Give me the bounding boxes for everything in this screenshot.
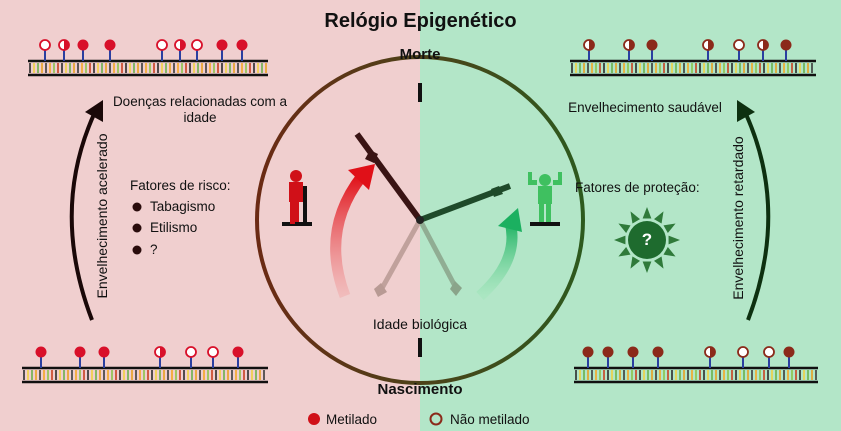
sun-question-icon bbox=[614, 207, 680, 273]
sun-ray bbox=[642, 261, 652, 273]
methylation-site bbox=[582, 346, 594, 368]
clock-top-label: Morte bbox=[399, 46, 441, 63]
methylation-site bbox=[174, 39, 186, 61]
methylation-site bbox=[156, 39, 168, 61]
right-outcome-label: Envelhecimento saudável bbox=[568, 100, 722, 115]
protection-factors-title: Fatores de proteção: bbox=[575, 180, 700, 195]
risk-item: Tabagismo bbox=[150, 199, 216, 214]
faded-hand-left bbox=[378, 218, 423, 292]
legend-methylated-label: Metilado bbox=[326, 412, 378, 427]
treadmill-person-icon bbox=[282, 170, 312, 226]
methylation-site bbox=[39, 39, 51, 61]
accelerated-aging-arrow bbox=[69, 111, 97, 321]
sun-ray bbox=[630, 211, 641, 224]
methylation-site bbox=[627, 346, 639, 368]
sun-ray bbox=[663, 223, 676, 234]
methylation-site bbox=[702, 39, 714, 61]
methylation-site bbox=[207, 346, 219, 368]
methylation-site bbox=[35, 346, 47, 368]
methylation-site bbox=[737, 346, 749, 368]
methylation-site bbox=[623, 39, 635, 61]
accelerated-hand-marker bbox=[365, 150, 378, 163]
methylation-site bbox=[98, 346, 110, 368]
risk-bullet-1 bbox=[132, 202, 142, 212]
methylation-site bbox=[232, 346, 244, 368]
legend-unmethylated-label: Não metilado bbox=[450, 412, 530, 427]
retarded-arc-head bbox=[498, 208, 522, 232]
dna-strand-top-left bbox=[28, 59, 268, 77]
methylation-site bbox=[58, 39, 70, 61]
methylation-site bbox=[154, 346, 166, 368]
risk-item: Etilismo bbox=[150, 220, 198, 235]
faded-hand-right bbox=[417, 218, 459, 290]
risk-item: ? bbox=[150, 242, 158, 257]
methylation-site bbox=[704, 346, 716, 368]
methylation-site bbox=[74, 346, 86, 368]
sun-ray bbox=[614, 235, 626, 245]
page-title: Relógio Epigenético bbox=[324, 10, 517, 32]
strong-person-icon bbox=[528, 172, 562, 226]
accelerated-hand bbox=[354, 132, 423, 222]
clock-bottom-label: Nascimento bbox=[377, 381, 463, 398]
methylation-site bbox=[191, 39, 203, 61]
methylation-site bbox=[216, 39, 228, 61]
clock bbox=[255, 55, 585, 385]
faded-hand-right-tip bbox=[450, 281, 462, 296]
sun-ray bbox=[618, 223, 631, 234]
right-arrow-label: Envelhecimento retardado bbox=[730, 136, 746, 300]
sun-ray bbox=[668, 235, 680, 245]
accelerated-aging-arrowhead bbox=[85, 100, 103, 122]
retarded-aging-arrow bbox=[743, 111, 771, 321]
risk-factors-title: Fatores de risco: bbox=[130, 178, 231, 193]
sun-ray bbox=[663, 246, 676, 257]
methylation-site bbox=[763, 346, 775, 368]
left-outcome-label: Doenças relacionadas com a idade bbox=[112, 94, 288, 125]
methylation-site bbox=[733, 39, 745, 61]
methylation-site bbox=[104, 39, 116, 61]
clock-center bbox=[416, 216, 424, 224]
dna-strand-top-right bbox=[570, 59, 816, 77]
retarded-hand-marker bbox=[491, 186, 503, 197]
sun-ray bbox=[618, 246, 631, 257]
sun-ray bbox=[642, 207, 652, 219]
risk-bullet-2 bbox=[132, 223, 142, 233]
faded-hand-left-tip bbox=[374, 283, 387, 297]
accelerated-arc bbox=[330, 172, 367, 298]
methylation-site bbox=[602, 346, 614, 368]
legend-methylated-symbol bbox=[308, 413, 320, 425]
dna-strand-bottom-left bbox=[22, 366, 268, 384]
methylation-site bbox=[652, 346, 664, 368]
legend-unmethylated-symbol bbox=[429, 412, 443, 426]
clock-face bbox=[255, 55, 585, 385]
risk-bullet-3 bbox=[132, 245, 142, 255]
methylation-site bbox=[77, 39, 89, 61]
dna-strand-bottom-right bbox=[574, 366, 818, 384]
methylation-site bbox=[646, 39, 658, 61]
methylation-site bbox=[236, 39, 248, 61]
sun-ray bbox=[653, 256, 664, 269]
sun-ray bbox=[653, 211, 664, 224]
protection-question-mark: ? bbox=[641, 230, 653, 249]
methylation-site bbox=[185, 346, 197, 368]
methylation-site bbox=[583, 39, 595, 61]
sun-ray bbox=[630, 256, 641, 269]
retarded-aging-arrowhead bbox=[737, 100, 755, 122]
methylation-site bbox=[757, 39, 769, 61]
methylation-site bbox=[780, 39, 792, 61]
left-arrow-label: Envelhecimento acelerado bbox=[94, 133, 110, 299]
retarded-arc bbox=[476, 220, 518, 301]
methylation-site bbox=[783, 346, 795, 368]
clock-center-label: Idade biológica bbox=[372, 316, 468, 332]
accelerated-arc-head bbox=[348, 164, 375, 190]
